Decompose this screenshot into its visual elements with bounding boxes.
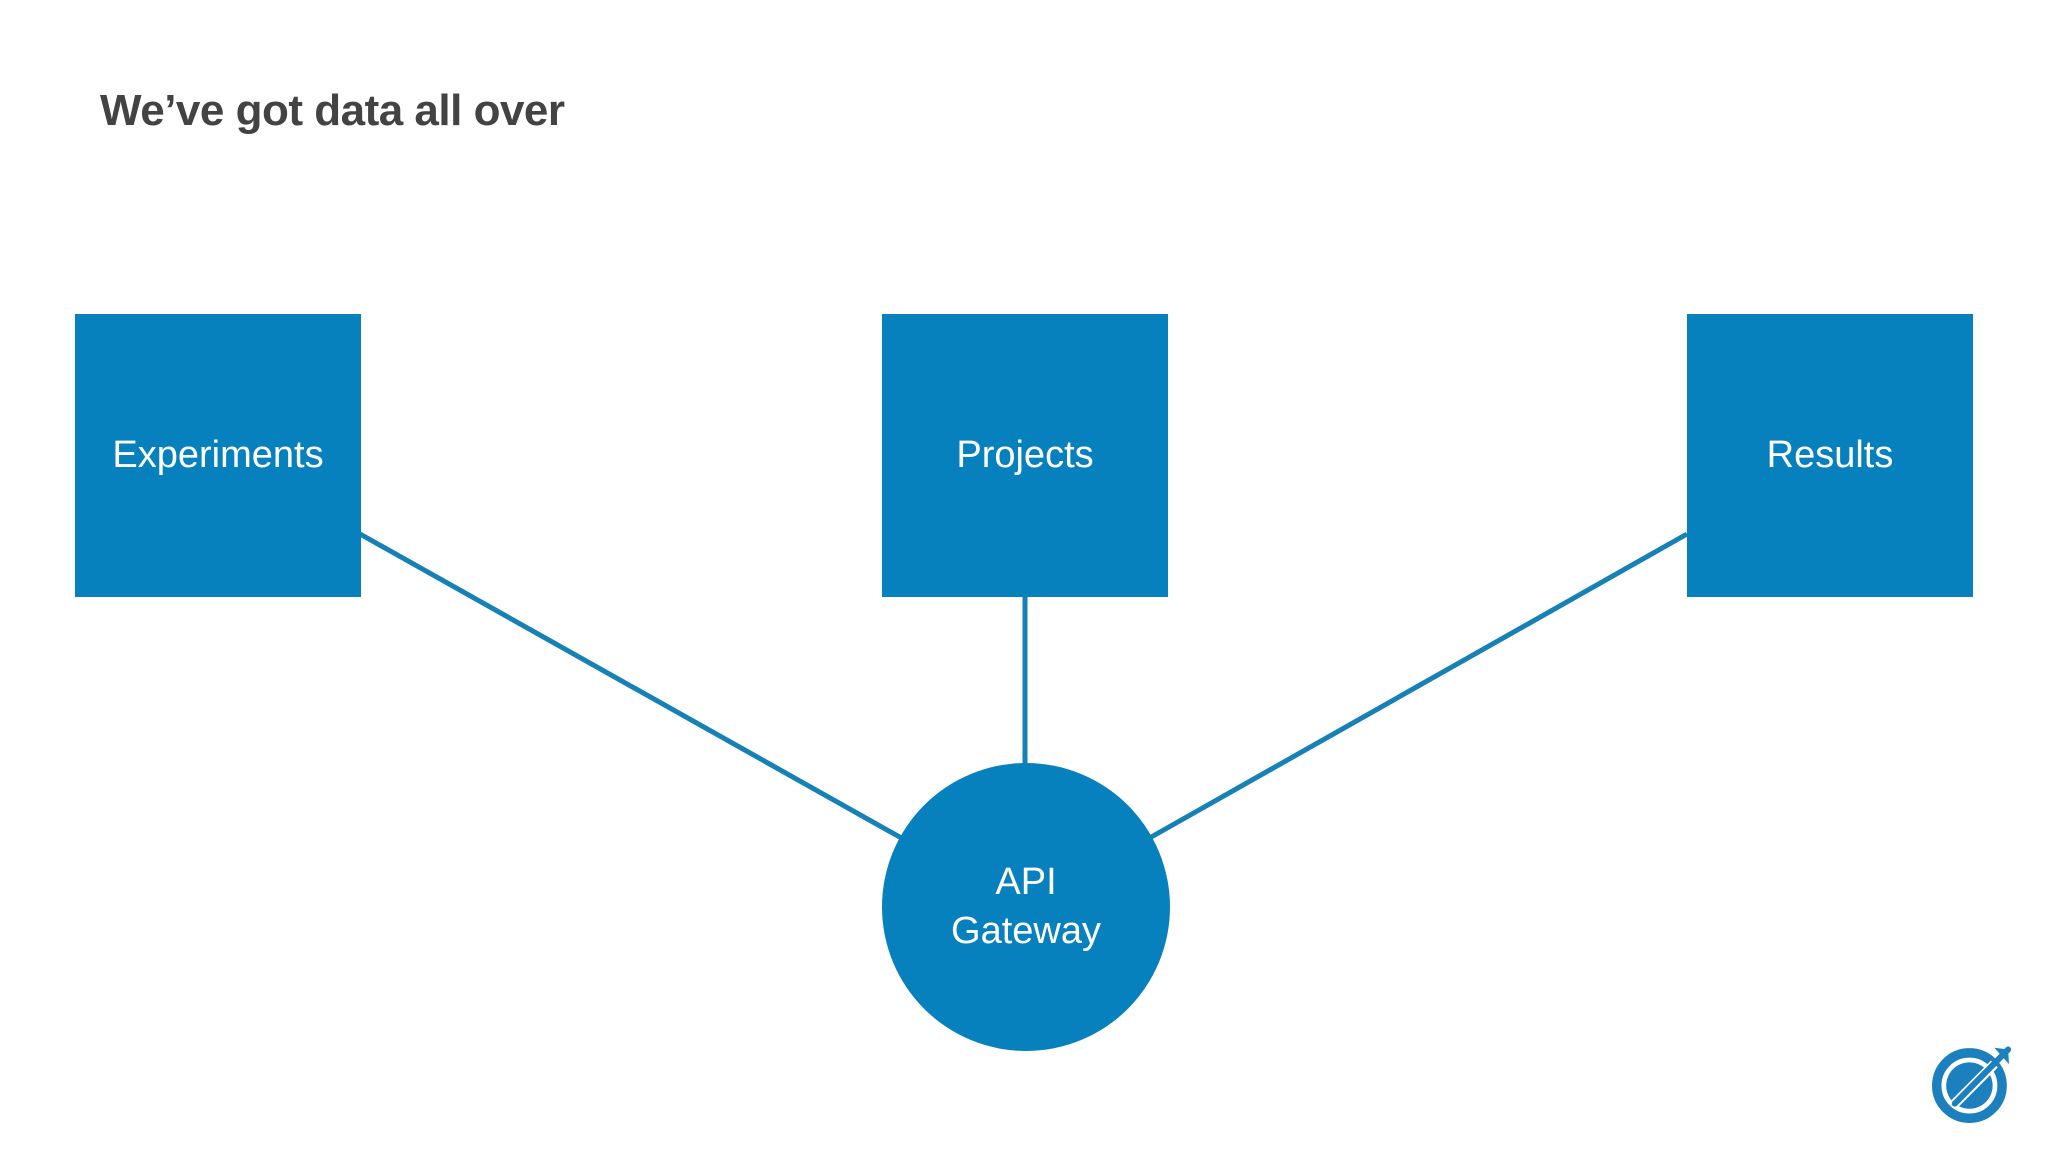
node-api-gateway-label: API Gateway	[951, 858, 1101, 955]
page-title: We’ve got data all over	[100, 86, 565, 135]
node-experiments[interactable]: Experiments	[75, 314, 361, 597]
node-projects-label: Projects	[956, 434, 1094, 477]
node-api-gateway-label-line1: API	[995, 861, 1057, 904]
node-api-gateway[interactable]: API Gateway	[882, 763, 1170, 1051]
edge-experiments-to-api-gateway	[358, 531, 907, 843]
brand-logo-icon	[1932, 1046, 2012, 1123]
node-results[interactable]: Results	[1687, 314, 1973, 597]
edge-results-to-api-gateway	[1144, 531, 1689, 843]
node-results-label: Results	[1766, 434, 1894, 477]
node-projects[interactable]: Projects	[882, 314, 1168, 597]
node-api-gateway-label-line2: Gateway	[951, 910, 1101, 952]
node-experiments-label: Experiments	[112, 434, 324, 477]
